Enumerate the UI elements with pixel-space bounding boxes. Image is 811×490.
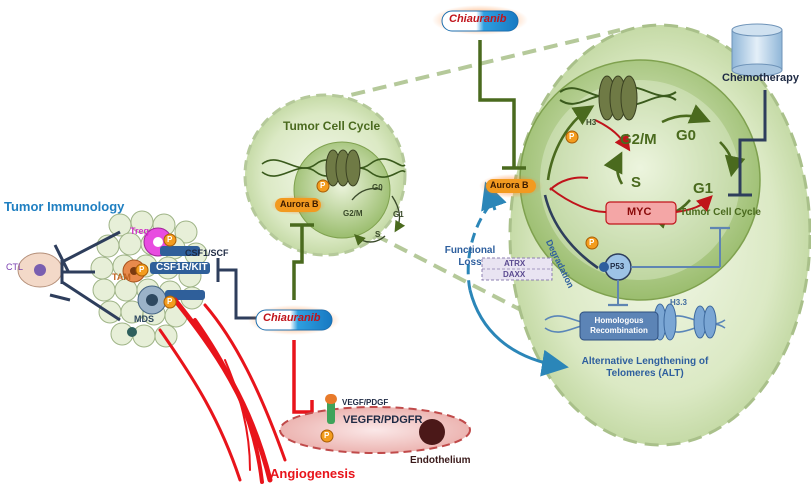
- angio-inhibit-line: [292, 340, 314, 424]
- functional-loss-arrow: [466, 204, 492, 291]
- tam-label: TAM: [112, 272, 131, 282]
- daxx-label: DAXX: [503, 270, 526, 279]
- atrx-label: ATRX: [504, 259, 526, 268]
- vegf-pdgf-label: VEGF/PDGF: [342, 398, 389, 407]
- large-g0-label: G0: [676, 127, 697, 144]
- phospho-label: P: [324, 431, 330, 440]
- small-aurora-label: Aurora B: [280, 199, 319, 209]
- small-s-label: S: [375, 230, 381, 239]
- p53-label: P53: [610, 262, 625, 271]
- myc-box: [605, 201, 677, 225]
- large-g1-label: G1: [693, 180, 714, 197]
- phospho-badges: [135, 130, 599, 443]
- large-aurora-label: Aurora B: [490, 180, 529, 190]
- small-g2m-label: G2/M: [343, 209, 363, 218]
- ctl-inhibit-lines: [49, 230, 121, 322]
- large-aurora-inhibit-line: [478, 40, 526, 170]
- myc-label: MYC: [627, 206, 652, 218]
- ctl-cell: [17, 252, 63, 288]
- phospho-label: P: [589, 238, 595, 247]
- csf-receptor-label: CSF1R/KIT: [156, 262, 208, 273]
- small-aurora-inhibit-line: [290, 223, 314, 300]
- aurora-b-large-burst: [479, 174, 543, 198]
- homologous-label: Homologous Recombination: [590, 316, 648, 335]
- mds-cell: [127, 285, 167, 337]
- chemotherapy-label: Chemotherapy: [722, 72, 800, 84]
- functional-loss-label: Functional Loss: [444, 245, 496, 268]
- chiauranib-pill-middle: [248, 305, 340, 335]
- large-s-label: S: [631, 174, 642, 191]
- large-g2m-label: G2/M: [620, 131, 657, 148]
- ctl-label: CTL: [6, 262, 24, 272]
- aurora-b-small-burst: [270, 195, 326, 215]
- phospho-label: P: [167, 235, 173, 244]
- vegfr-pdgfr-label: VEGFR/PDGFR: [343, 414, 423, 426]
- small-cell-cycle-title: Tumor Cell Cycle: [283, 119, 381, 133]
- degradation-line: [543, 194, 599, 270]
- angiogenesis-label: Angiogenesis: [270, 466, 356, 481]
- phospho-label: P: [167, 297, 173, 306]
- h3-label: H3: [586, 118, 597, 127]
- chemotherapy-drum: [731, 23, 783, 77]
- tumor-immunology-title: Tumor Immunology: [4, 199, 125, 214]
- chiauranib-top-label: Chiauranib: [449, 13, 507, 25]
- large-tumor-cell: [508, 23, 811, 447]
- phospho-label: P: [569, 132, 575, 141]
- angiogenesis-vessels: [158, 297, 287, 484]
- chiauranib-middle-label: Chiauranib: [263, 312, 321, 324]
- endothelium-label: Endothelium: [410, 455, 471, 466]
- atrx-daxx-box: [481, 257, 553, 281]
- treg-label: Treg: [130, 226, 150, 236]
- csf-ligand-label: CSF1/SCF: [185, 248, 229, 258]
- tumor-cell-cycle-large-label: Tumor Cell Cycle: [680, 207, 761, 218]
- cell-cycle-small-arrows: [351, 187, 406, 246]
- vegf-receptor: [325, 394, 337, 424]
- zoom-connector: [329, 28, 621, 332]
- small-g0-label: G0: [372, 183, 383, 192]
- chemotherapy-inhibit-line: [728, 90, 767, 197]
- alt-label: Alternative Lengthening of Telomeres (AL…: [581, 356, 709, 379]
- p53-node: [599, 226, 730, 307]
- nucleosome-large: [598, 75, 638, 121]
- small-tumor-cell: [243, 93, 407, 257]
- phospho-label: P: [139, 265, 145, 274]
- mds-label: MDS: [134, 314, 154, 324]
- small-g1-label: G1: [393, 210, 404, 219]
- homologous-box: [579, 311, 659, 341]
- nucleosome-small: [325, 149, 361, 187]
- h33-label: H3.3: [670, 298, 687, 307]
- csf-inhibit-line: [216, 258, 256, 320]
- chiauranib-pill-top: [432, 5, 528, 35]
- phospho-label: P: [320, 181, 326, 190]
